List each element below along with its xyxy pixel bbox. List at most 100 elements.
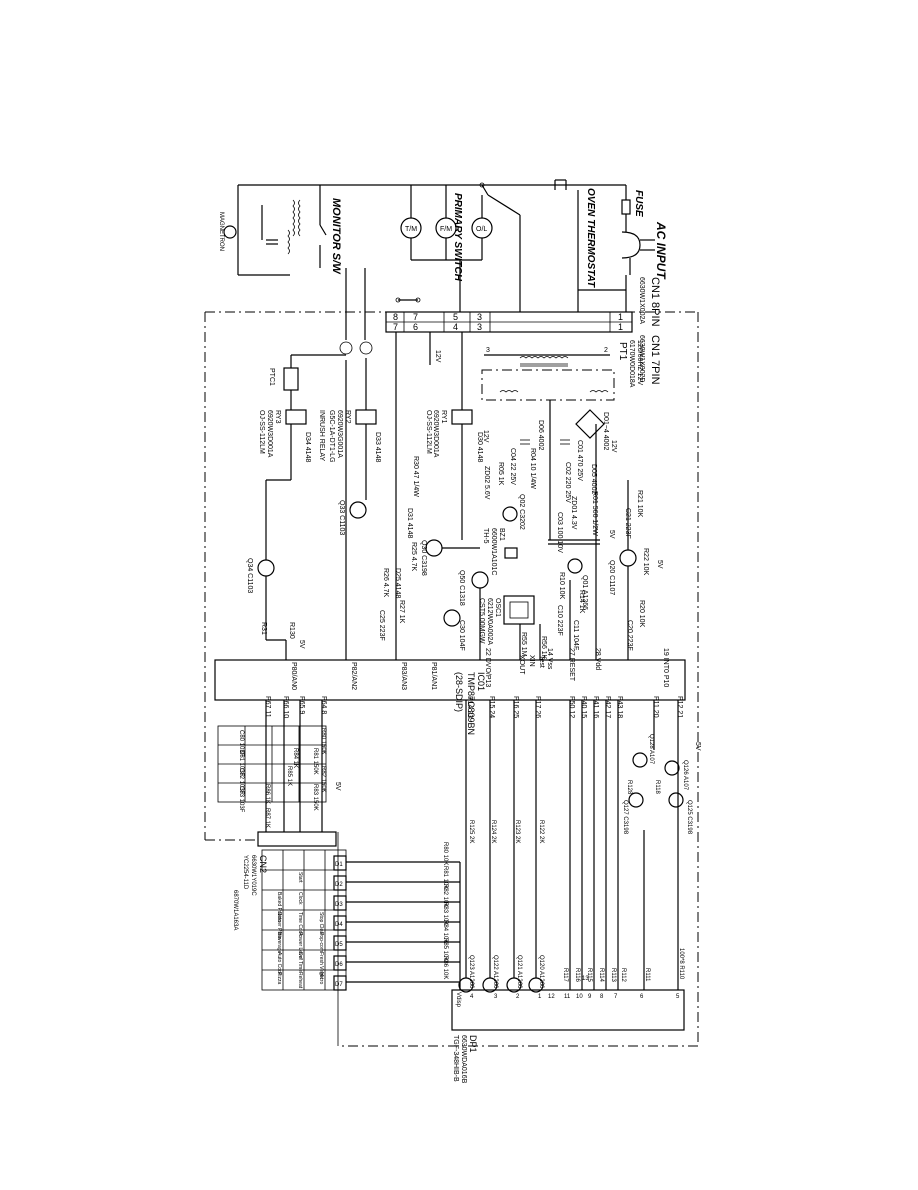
ry2-relay-icon xyxy=(355,409,377,425)
svg-text:8: 8 xyxy=(600,994,604,1000)
pt1-label: PT1 xyxy=(617,342,628,361)
svg-text:ZD01 4.3V: ZD01 4.3V xyxy=(570,496,577,530)
svg-text:P83/AN3: P83/AN3 xyxy=(400,662,407,690)
svg-text:R86 10K: R86 10K xyxy=(442,956,448,979)
svg-text:R116: R116 xyxy=(574,968,580,983)
svg-text:6630W1X002D: 6630W1X002D xyxy=(638,335,645,382)
svg-text:11: 11 xyxy=(564,994,571,1000)
svg-text:C80 103F: C80 103F xyxy=(238,730,244,757)
svg-text:6: 6 xyxy=(413,322,418,332)
clock-reset-section: Q20 C1107 R21 10K C21 223F R22 10K R20 1… xyxy=(443,480,663,660)
cn1-8pin-label: CN1 8PIN xyxy=(649,277,661,327)
svg-text:R82 150K: R82 150K xyxy=(320,766,326,793)
svg-text:12V: 12V xyxy=(610,440,617,453)
svg-text:C02 220 25V: C02 220 25V xyxy=(564,462,571,503)
svg-text:C10 223F: C10 223F xyxy=(556,605,563,636)
hv-transformer-icon xyxy=(287,199,301,255)
svg-text:C83 103F: C83 103F xyxy=(238,786,244,813)
q20-transistor-icon xyxy=(619,549,637,567)
svg-text:D01~4 4002: D01~4 4002 xyxy=(602,412,609,450)
svg-text:7: 7 xyxy=(614,994,618,1000)
svg-text:Q128 A107: Q128 A107 xyxy=(648,734,654,765)
svg-text:5V: 5V xyxy=(608,530,615,539)
svg-text:R81 10K: R81 10K xyxy=(442,866,448,889)
svg-text:C01 470 25V: C01 470 25V xyxy=(576,440,583,481)
svg-text:R83 10K: R83 10K xyxy=(442,902,448,925)
q34-transistor-icon xyxy=(257,559,275,577)
svg-text:R128: R128 xyxy=(626,780,632,795)
svg-text:12V: 12V xyxy=(434,350,441,363)
oven-lamp-icon: O/L xyxy=(471,217,493,239)
vfd-display xyxy=(451,989,685,1031)
svg-text:C82 103F: C82 103F xyxy=(238,768,244,795)
relay-section: RY1 6920W3D001A OJ-SS-112LM D30 4148 12V… xyxy=(246,332,489,660)
svg-text:D5: D5 xyxy=(335,942,343,948)
q50-transistor-icon xyxy=(471,571,489,589)
svg-text:CST5.00MGW: CST5.00MGW xyxy=(478,598,485,644)
mcu-name: IC01 xyxy=(476,672,486,691)
svg-text:Q01 A1266: Q01 A1266 xyxy=(581,575,588,610)
svg-text:3: 3 xyxy=(477,322,482,332)
svg-text:3: 3 xyxy=(494,994,498,1000)
svg-text:P14 23: P14 23 xyxy=(466,696,473,718)
svg-text:8: 8 xyxy=(393,312,398,322)
svg-text:120/60HZ 12V: 120/60HZ 12V xyxy=(636,340,643,385)
svg-text:R56 1K: R56 1K xyxy=(540,636,547,660)
svg-text:G5C-1A-DT1-LG: G5C-1A-DT1-LG xyxy=(328,410,335,463)
svg-text:P17 26: P17 26 xyxy=(534,696,541,718)
svg-text:P64 8: P64 8 xyxy=(320,696,327,714)
svg-text:R114: R114 xyxy=(598,968,604,983)
cn2-label: CN2 xyxy=(258,855,268,873)
svg-text:Q33 C1103: Q33 C1103 xyxy=(338,500,345,535)
svg-text:D25 4148: D25 4148 xyxy=(394,568,401,598)
svg-text:R115: R115 xyxy=(586,968,592,983)
drive-ports: D1 D2 D3 D4 D5 D6 D7 xyxy=(333,855,347,991)
key-power-level: Power Level xyxy=(297,932,303,960)
buzzer-icon xyxy=(504,547,518,559)
bridge-rectifier-icon xyxy=(575,409,605,439)
svg-text:F/M: F/M xyxy=(440,226,452,233)
svg-text:Q50 C1318: Q50 C1318 xyxy=(458,570,465,606)
svg-text:6920W3G001A: 6920W3G001A xyxy=(336,410,343,458)
svg-text:RY1: RY1 xyxy=(440,410,447,424)
svg-text:4: 4 xyxy=(470,994,474,1000)
svg-text:XOUT: XOUT xyxy=(518,655,525,675)
svg-text:R21 10K: R21 10K xyxy=(636,490,643,518)
svg-text:R118: R118 xyxy=(654,780,660,795)
svg-text:R31: R31 xyxy=(260,622,267,635)
svg-text:7: 7 xyxy=(393,322,398,332)
key-pizza: Pizza xyxy=(276,972,282,984)
svg-text:10: 10 xyxy=(576,994,583,1000)
svg-text:XIN: XIN xyxy=(528,655,535,667)
svg-text:R04 10 1/4W: R04 10 1/4W xyxy=(529,448,536,489)
svg-text:D2: D2 xyxy=(335,882,343,888)
svg-text:7: 7 xyxy=(413,312,418,322)
svg-text:Q122 A1266: Q122 A1266 xyxy=(492,955,498,989)
svg-text:Q125 C3198: Q125 C3198 xyxy=(686,800,692,835)
svg-text:D34 4148: D34 4148 xyxy=(304,432,311,462)
svg-text:D4: D4 xyxy=(335,922,343,928)
svg-text:1: 1 xyxy=(618,322,623,332)
svg-text:6600W1A101C: 6600W1A101C xyxy=(490,528,497,575)
svg-text:OJ-SS-112LM: OJ-SS-112LM xyxy=(425,410,432,454)
svg-text:R86 1K: R86 1K xyxy=(264,784,270,804)
svg-text:R27 1K: R27 1K xyxy=(398,600,405,624)
input-section: AC INPUT FUSE OVEN THERMOSTAT PRIMARY SW… xyxy=(218,179,668,340)
svg-text:5V: 5V xyxy=(656,560,663,569)
svg-text:19 INT0 P10: 19 INT0 P10 xyxy=(662,648,669,687)
svg-text:P41 16: P41 16 xyxy=(592,696,599,718)
svg-text:Q123 A1266: Q123 A1266 xyxy=(468,955,474,989)
key-dinner-plate: Dinner Plate xyxy=(276,912,282,940)
svg-text:Test: Test xyxy=(538,655,545,668)
svg-text:D33 4148: D33 4148 xyxy=(374,432,381,462)
ac-input-label: AC INPUT xyxy=(654,221,668,280)
mcu-part: TMP87C809BN xyxy=(466,672,476,735)
svg-text:RY2: RY2 xyxy=(344,410,351,424)
svg-text:28 Vdd: 28 Vdd xyxy=(594,648,601,670)
svg-text:R113: R113 xyxy=(610,968,616,983)
key-beverage: Beverage xyxy=(276,932,282,954)
svg-text:D7: D7 xyxy=(335,982,343,988)
key-baked-potato: Baked Potato xyxy=(276,892,282,922)
svg-text:R80 150K: R80 150K xyxy=(320,728,326,755)
svg-text:R20 10K: R20 10K xyxy=(638,600,645,628)
